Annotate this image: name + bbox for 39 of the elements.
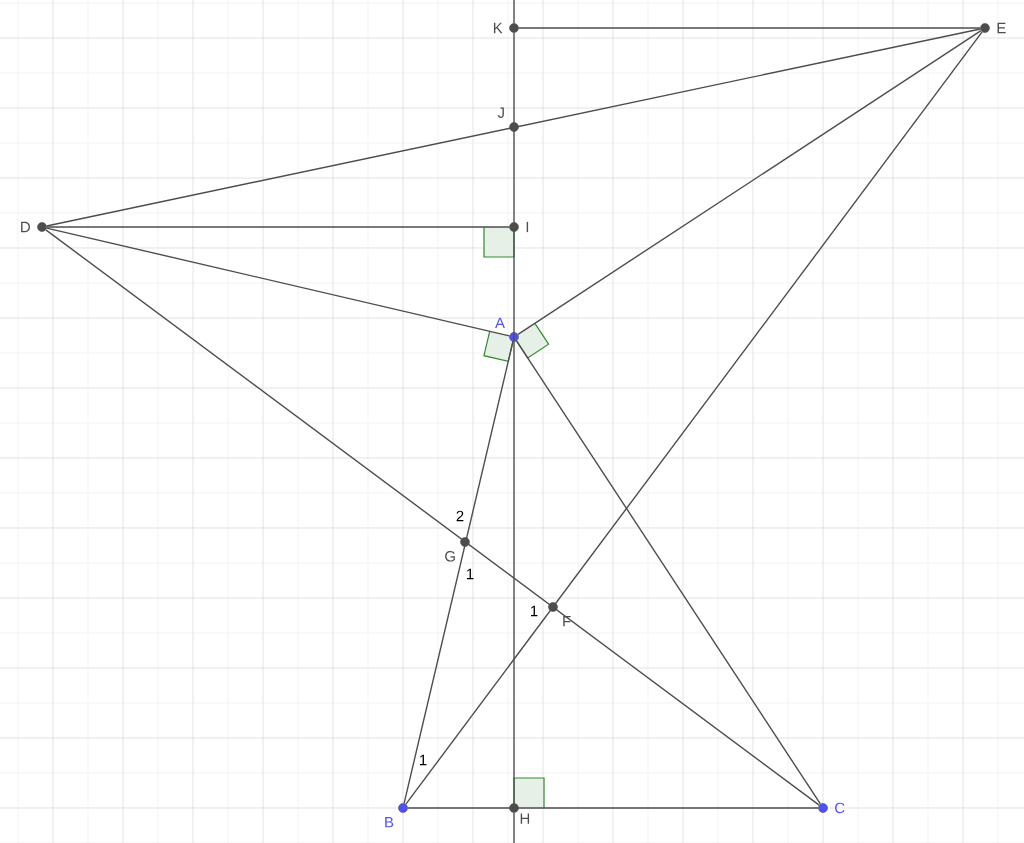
node-label: I: [526, 221, 529, 233]
line-segment: [515, 340, 822, 805]
angle-number: 1: [531, 605, 538, 617]
point: I: [509, 221, 529, 233]
point: C: [818, 802, 845, 814]
line-segment: [513, 812, 515, 843]
node-label: G: [445, 551, 455, 562]
node-label: K: [493, 22, 503, 34]
line-segment: [407, 807, 819, 809]
node-label: E: [997, 22, 1006, 34]
point: B: [385, 803, 408, 828]
point: E: [980, 22, 1006, 34]
angle-number: 2: [456, 510, 464, 522]
point: D: [21, 221, 47, 233]
node-label: B: [385, 817, 394, 828]
node-label: D: [21, 221, 30, 233]
point: J: [497, 107, 519, 132]
point: A: [495, 317, 519, 342]
node-label: H: [520, 813, 530, 824]
angle-number: 1: [420, 754, 427, 766]
node-label: F: [563, 616, 571, 627]
line-segment: [403, 340, 514, 805]
point: H: [509, 803, 530, 824]
angle-number: 1: [467, 568, 474, 580]
node-label: A: [495, 317, 505, 328]
line-segment: [518, 27, 981, 29]
line-segment: [513, 0, 515, 24]
node-label: J: [497, 107, 504, 118]
point: F: [548, 602, 571, 627]
line-segment: [517, 29, 982, 336]
line-segment: [46, 227, 511, 337]
line-segment: [46, 226, 510, 228]
line-segment: [46, 28, 981, 227]
line-segment: [405, 31, 983, 805]
point: K: [493, 22, 519, 34]
node-label: C: [835, 802, 845, 814]
line-segment: [45, 229, 820, 806]
point: G: [445, 537, 470, 562]
line-segment: [513, 32, 515, 804]
